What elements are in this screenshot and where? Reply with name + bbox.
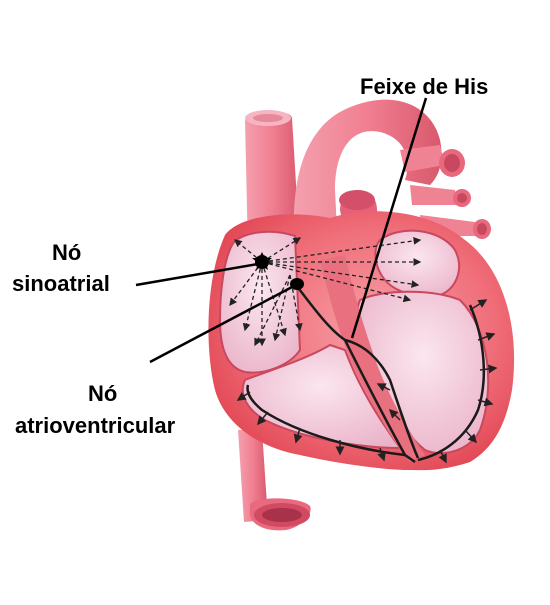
label-sa-node-line2: sinoatrial (12, 271, 110, 296)
inferior-vena-cava (238, 430, 311, 531)
sa-node (252, 252, 272, 270)
purkinje-fibers (236, 299, 498, 464)
septum (320, 255, 425, 462)
label-bundle-of-his: Feixe de His (360, 74, 489, 99)
conduction-pathway (246, 284, 486, 464)
leader-line-av-node (149, 284, 295, 364)
label-sa-node-line1: Nó (52, 240, 82, 265)
aorta (293, 99, 491, 250)
label-av-node-line1: Nó (88, 381, 118, 406)
leader-line-bundle-of-his (350, 97, 428, 339)
leader-line-sa-node (135, 262, 259, 287)
label-av-node-line2: atrioventricular (15, 413, 176, 438)
